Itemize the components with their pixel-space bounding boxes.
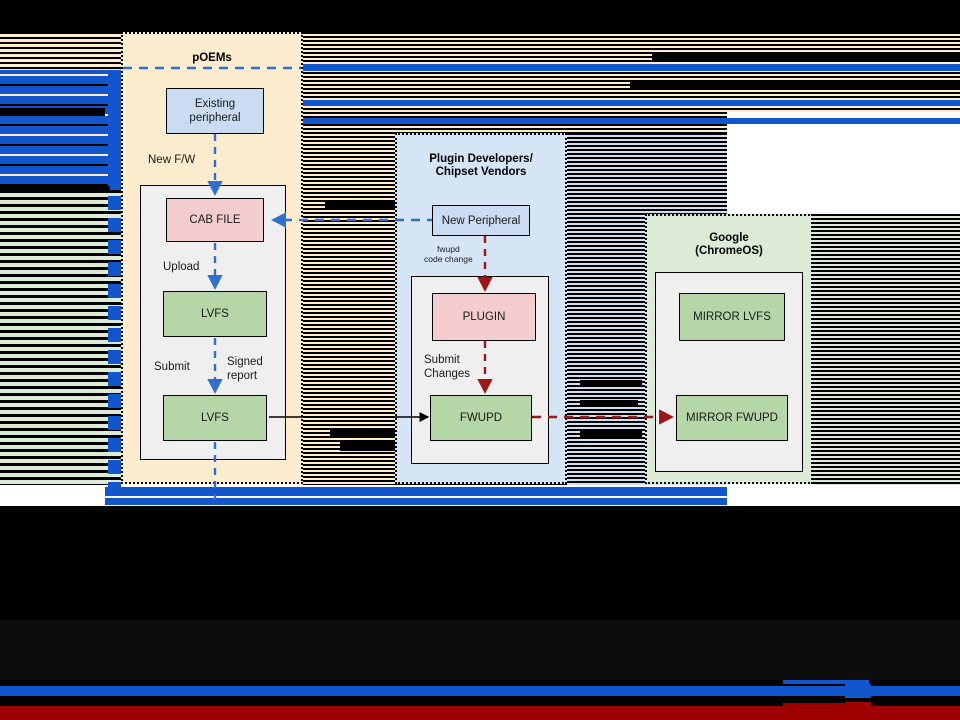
node-mirror-lvfs-label: MIRROR LVFS bbox=[693, 311, 771, 323]
node-lvfs-signed[interactable]: LVFS bbox=[163, 395, 267, 441]
node-lvfs-signed-label: LVFS bbox=[201, 412, 229, 424]
node-cab-file-label: CAB FILE bbox=[189, 214, 241, 226]
edge-label-submit-changes: Submit Changes bbox=[424, 354, 471, 380]
node-mirror-fwupd[interactable]: MIRROR FWUPD bbox=[676, 395, 788, 441]
node-new-peripheral-label: New Peripheral bbox=[441, 214, 521, 227]
node-existing-peripheral-label: Existing peripheral bbox=[189, 98, 241, 124]
node-cab-file[interactable]: CAB FILE bbox=[166, 198, 264, 242]
edge-label-new-fw: New F/W bbox=[148, 154, 196, 166]
edge-label-fwupd-code-change: fwupd code change bbox=[424, 244, 473, 264]
edge-label-upload: Upload bbox=[163, 261, 200, 273]
node-fwupd[interactable]: FWUPD bbox=[430, 395, 532, 441]
node-plugin-label: PLUGIN bbox=[462, 311, 506, 323]
node-lvfs-upload[interactable]: LVFS bbox=[163, 291, 267, 337]
zone-poems-title: pOEMs bbox=[192, 52, 232, 64]
node-mirror-fwupd-label: MIRROR FWUPD bbox=[686, 412, 778, 424]
node-mirror-lvfs[interactable]: MIRROR LVFS bbox=[679, 293, 785, 341]
edge-label-signed-report: Signed report bbox=[227, 356, 263, 382]
node-fwupd-label: FWUPD bbox=[459, 412, 503, 424]
node-plugin[interactable]: PLUGIN bbox=[432, 293, 536, 341]
node-lvfs-upload-label: LVFS bbox=[201, 308, 229, 320]
edge-label-submit: Submit bbox=[154, 361, 190, 373]
node-new-peripheral[interactable]: New Peripheral bbox=[432, 205, 530, 236]
node-existing-peripheral[interactable]: Existing peripheral bbox=[166, 88, 264, 134]
